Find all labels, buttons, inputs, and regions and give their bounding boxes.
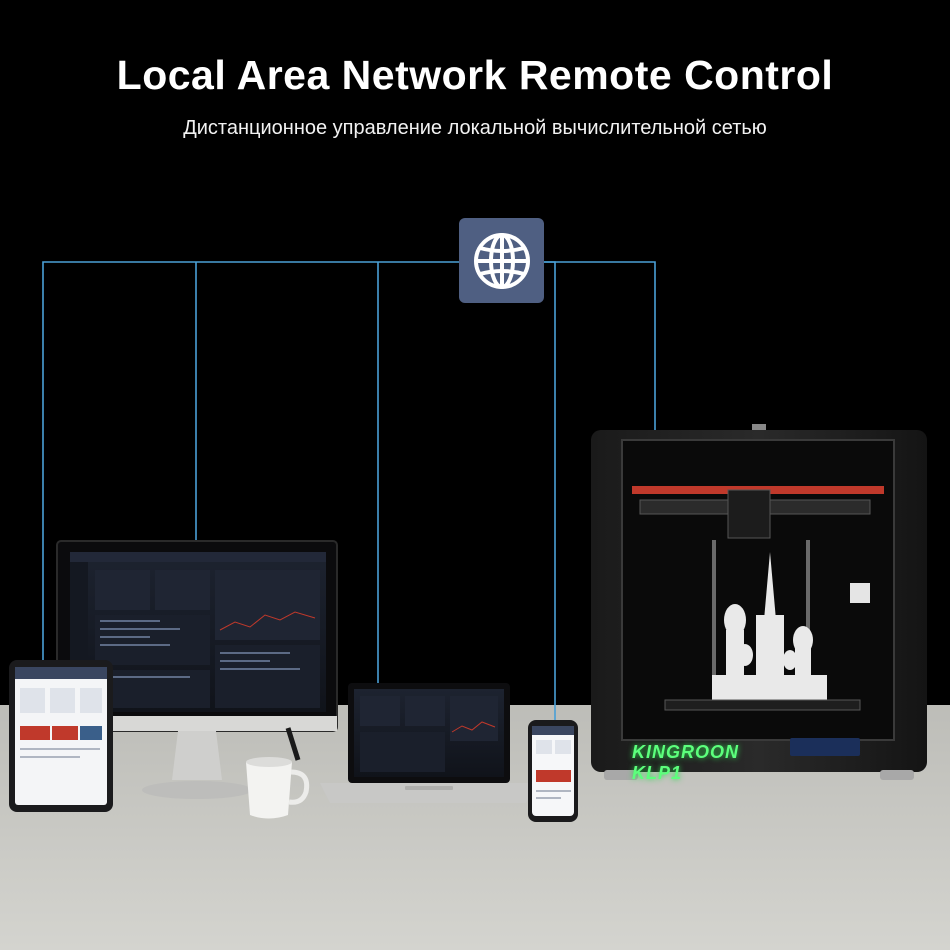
globe-icon (473, 232, 530, 289)
desktop-monitor (56, 540, 338, 799)
network-lines (42, 261, 656, 728)
line-to-printer (544, 261, 656, 430)
printed-model (712, 552, 827, 700)
printer-brand-label: KINGROON KLP1 (632, 742, 739, 783)
smartphone (528, 720, 578, 822)
laptop (320, 683, 536, 803)
line-to-phone (544, 261, 556, 728)
page-title: Local Area Network Remote Control (116, 52, 834, 98)
3d-printer (591, 424, 927, 780)
network-badge (459, 218, 544, 303)
page-subtitle: Дистанционное управление локальной вычис… (183, 117, 767, 139)
coffee-mug (246, 727, 310, 819)
line-to-tablet (42, 261, 459, 662)
tablet (9, 660, 113, 812)
